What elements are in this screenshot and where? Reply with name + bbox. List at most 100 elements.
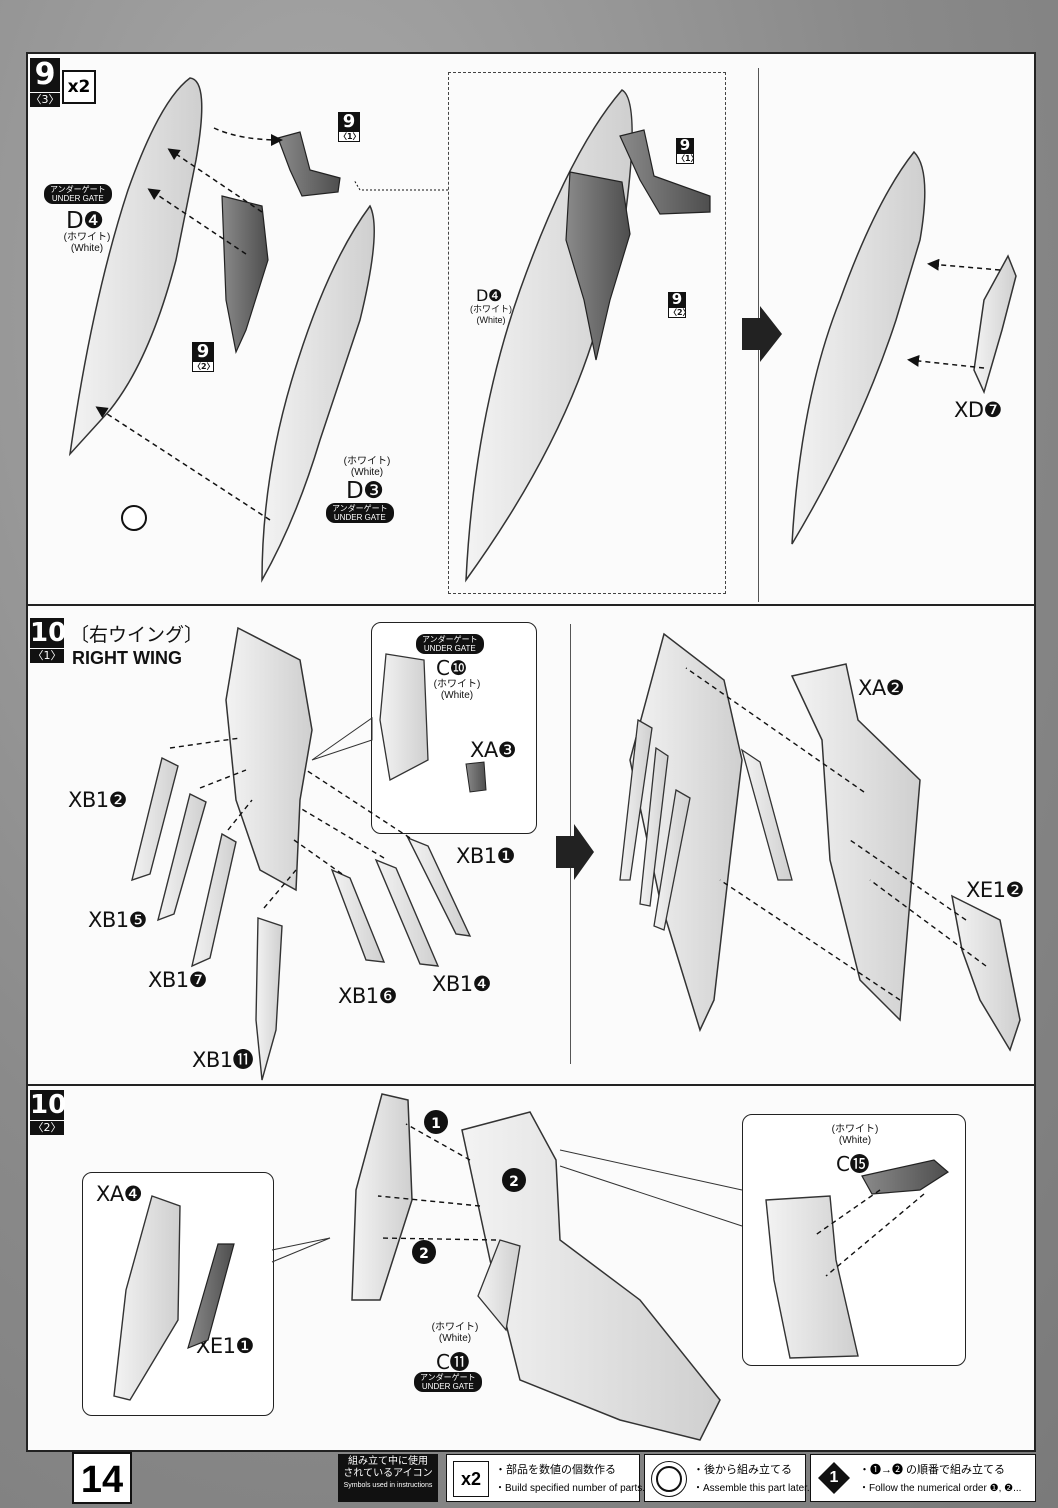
order-2-icon	[502, 1168, 526, 1192]
inset-pointer	[271, 1237, 331, 1263]
part-label-xd7: XD❼	[954, 398, 1002, 422]
part-label-c11: C⓫	[436, 1350, 469, 1374]
assembly-guide	[353, 179, 448, 191]
assembly-guide	[377, 1195, 481, 1207]
wing-frame	[225, 626, 313, 892]
step-number: 9	[30, 58, 60, 92]
part-label-xa4: XA❹	[96, 1182, 143, 1206]
wing-assembly	[461, 1111, 721, 1441]
assembly-guide	[169, 737, 241, 749]
section-title-jp: 〔右ウイング〕	[70, 625, 204, 646]
assembly-guide	[227, 799, 253, 831]
assembly-guide	[869, 879, 987, 967]
multiplier-icon: x2	[453, 1461, 489, 1497]
color-note: (ホワイト)(White)	[63, 232, 111, 254]
wing-panel-d4	[68, 77, 203, 457]
assembly-guide	[927, 258, 1001, 271]
wing-detail	[765, 1195, 859, 1359]
feather-blades	[131, 756, 472, 1081]
part-label-xb11: XB1❶	[456, 844, 515, 868]
order-2-icon	[412, 1240, 436, 1264]
step-number: 10	[30, 1090, 67, 1120]
legend-item-multiply: x2 ・部品を数値の個数作る ・Build specified number o…	[446, 1454, 645, 1502]
joint-part	[277, 131, 341, 197]
part-label-c15: C⓯	[836, 1152, 869, 1176]
step-reference: 9〈2〉	[192, 341, 215, 372]
step-substep: 〈2〉	[30, 1121, 64, 1135]
assembly-guide	[299, 807, 385, 859]
step-reference: 9〈2〉	[668, 290, 691, 318]
part-label-c10: C❿	[436, 656, 467, 680]
part-c15	[861, 1159, 950, 1195]
inset-pointer	[559, 1149, 743, 1227]
step-substep: 〈3〉	[30, 93, 60, 107]
part-xe12	[950, 894, 1021, 1052]
assembly-guide	[907, 355, 985, 369]
assembly-guide	[685, 667, 865, 793]
assembled-wing-final	[791, 150, 926, 545]
part-c11	[477, 1239, 521, 1332]
section-title-en: RIGHT WING	[72, 648, 182, 668]
section-divider	[28, 1084, 1034, 1086]
part-xe11	[187, 1243, 235, 1350]
assembly-guide	[813, 1189, 881, 1237]
part-label-d4: D❹	[476, 286, 502, 305]
page-number: 14	[72, 1452, 132, 1504]
inner-frame	[221, 195, 269, 354]
assembly-guide	[305, 769, 411, 839]
color-note: (ホワイト)(White)	[343, 456, 391, 478]
assemble-later-icon	[121, 505, 147, 531]
wing-panel	[351, 1093, 413, 1301]
part-label-d3: D❸	[346, 478, 384, 504]
part-label-d4: D❹	[66, 208, 104, 234]
assembly-guide	[825, 1193, 925, 1277]
order-icon	[817, 1461, 851, 1495]
step-number: 10	[30, 618, 67, 648]
legend-title: 組み立て中に使用 されているアイコン Symbols used in instr…	[338, 1454, 438, 1502]
step-reference: 9〈1〉	[338, 111, 361, 142]
color-note: (ホワイト)(White)	[433, 679, 481, 701]
order-1-icon	[424, 1110, 448, 1134]
part-label-xe12: XE1❷	[966, 878, 1024, 902]
part-xa4	[113, 1195, 181, 1401]
inner-frame	[565, 171, 631, 361]
legend-item-order: 1 ・❶→❷ の順番で組み立てる ・Follow the numerical o…	[810, 1454, 1036, 1502]
detail-view-box	[448, 72, 726, 594]
part-label-xb12: XB1❷	[68, 788, 127, 812]
color-note: (ホワイト)(White)	[831, 1124, 879, 1146]
next-arrow	[742, 306, 782, 362]
joint-part	[619, 129, 711, 215]
part-label-xb17: XB1❼	[148, 968, 207, 992]
next-arrow	[556, 824, 594, 880]
step-substep: 〈1〉	[30, 649, 64, 663]
section-divider	[28, 604, 1034, 606]
part-label-xb111: XB1⓫	[192, 1048, 254, 1072]
part-label-xa2: XA❷	[858, 676, 905, 700]
assembly-guide	[719, 879, 901, 1001]
part-xa3	[465, 761, 487, 793]
inset-pointer	[311, 717, 373, 761]
svg-text:2: 2	[509, 1174, 519, 1190]
assembly-guide	[95, 406, 271, 521]
color-note: (ホワイト)(White)	[470, 304, 512, 325]
part-label-xa3: XA❸	[470, 738, 517, 762]
step-reference: 9〈1〉	[676, 136, 699, 164]
assembly-guide	[379, 1237, 497, 1241]
assembly-guide	[293, 839, 343, 875]
part-label-xb14: XB1❹	[432, 972, 491, 996]
assemble-later-icon	[651, 1461, 687, 1497]
part-xd7	[973, 254, 1017, 395]
assembled-wing	[465, 89, 633, 583]
assembly-guide	[213, 127, 283, 146]
svg-text:1: 1	[431, 1116, 441, 1132]
svg-text:2: 2	[419, 1246, 429, 1262]
assembly-guide	[405, 1123, 471, 1161]
part-label-xb15: XB1❺	[88, 908, 147, 932]
multiplier-badge: x2	[62, 70, 96, 104]
legend-item-assemble-later: ・後から組み立てる ・Assemble this part later.	[644, 1454, 810, 1502]
